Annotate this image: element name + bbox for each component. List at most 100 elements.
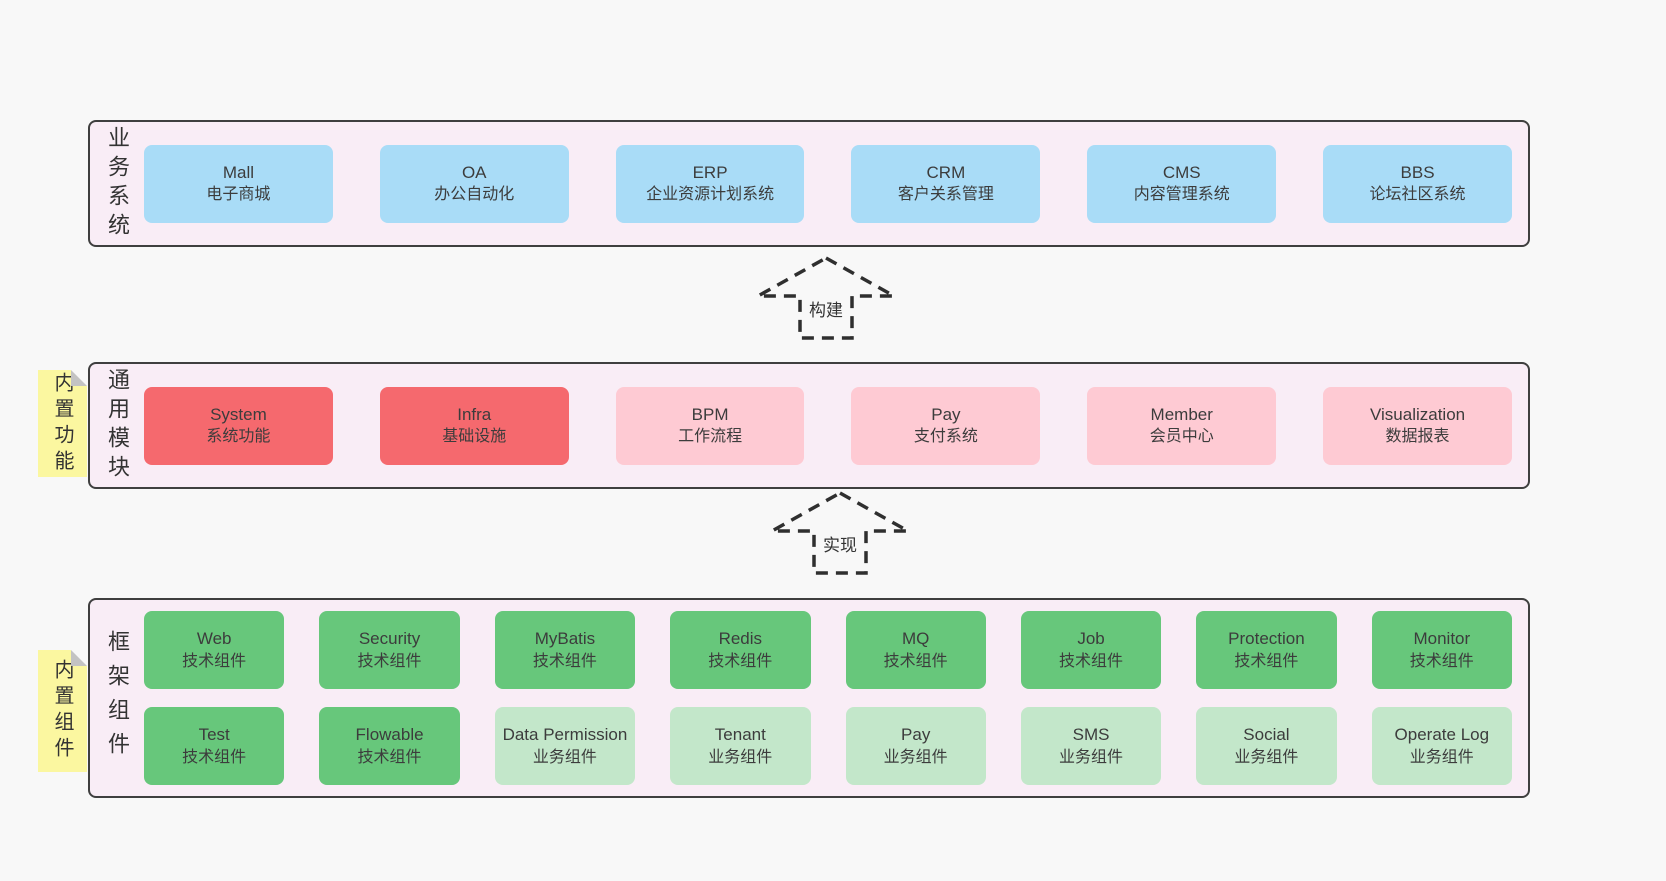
box-desc: 会员中心 [1149,428,1214,446]
note-text: 内置功能 [51,371,73,476]
box-desc: 技术组件 [357,652,422,670]
section-common-modules: 通用模块 System 系统功能 Infra 基础设施 BPM 工作流程 Pay… [88,362,1530,489]
folded-corner [71,650,87,666]
box-name: Mall [222,162,254,182]
box-name: Social [1243,725,1290,745]
box-pay-component: Pay 业务组件 [845,707,986,785]
section-business-systems: 业务系统 Mall 电子商城 OA 办公自动化 ERP 企业资源计划系统 CRM… [88,120,1530,247]
box-desc: 技术组件 [357,748,422,766]
box-desc: 技术组件 [182,748,247,766]
box-desc: 办公自动化 [434,186,515,204]
box-desc: 企业资源计划系统 [646,186,775,204]
box-protection: Protection 技术组件 [1196,611,1337,689]
box-desc: 内容管理系统 [1133,186,1230,204]
modules-box-row: System 系统功能 Infra 基础设施 BPM 工作流程 Pay 支付系统… [144,364,1528,487]
box-social: Social 业务组件 [1196,707,1337,785]
build-arrow-label: 构建 [805,295,847,322]
box-crm: CRM 客户关系管理 [851,144,1041,223]
box-flowable: Flowable 技术组件 [319,707,460,785]
box-system: System 系统功能 [144,386,333,465]
box-desc: 工作流程 [678,428,743,446]
box-mybatis: MyBatis 技术组件 [494,611,636,689]
box-name: Test [198,725,230,745]
box-desc: 技术组件 [532,652,597,670]
section-framework-components: 框架组件 Web 技术组件 Security 技术组件 MyBatis 技术组件… [88,598,1530,798]
sticky-note-built-in-components: 内置组件 [38,650,87,772]
box-name: Protection [1228,629,1305,649]
box-desc: 技术组件 [182,652,247,670]
box-name: Flowable [355,725,424,745]
box-desc: 技术组件 [708,652,773,670]
components-row-1: Web 技术组件 Security 技术组件 MyBatis 技术组件 Redi… [144,611,1512,689]
box-desc: 技术组件 [883,652,948,670]
box-member: Member 会员中心 [1087,386,1277,465]
folded-corner [71,370,87,386]
box-cms: CMS 内容管理系统 [1087,144,1277,223]
box-pay-module: Pay 支付系统 [851,386,1041,465]
box-mq: MQ 技术组件 [845,611,986,689]
box-test: Test 技术组件 [144,707,285,785]
section-label-modules: 通用模块 [105,367,130,484]
box-job: Job 技术组件 [1020,611,1162,689]
box-name: CMS [1162,162,1201,182]
box-bbs: BBS 论坛社区系统 [1323,144,1512,223]
box-desc: 业务组件 [708,748,773,766]
implement-arrow-label: 实现 [819,530,861,557]
box-tenant: Tenant 业务组件 [670,707,811,785]
box-name: Tenant [714,725,766,745]
box-name: Member [1150,404,1213,424]
box-redis: Redis 技术组件 [670,611,811,689]
box-desc: 论坛社区系统 [1369,186,1466,204]
box-desc: 技术组件 [1234,652,1299,670]
box-name: Redis [718,629,763,649]
box-name: Web [196,629,232,649]
box-name: BBS [1400,162,1435,182]
section-label-components: 框架组件 [105,630,130,766]
box-name: CRM [926,162,966,182]
box-mall: Mall 电子商城 [144,144,333,223]
box-name: Pay [931,404,961,424]
box-desc: 业务组件 [883,748,948,766]
up-arrow-icon [769,490,911,575]
box-desc: 业务组件 [1409,748,1474,766]
sticky-note-built-in-features: 内置功能 [38,370,87,477]
box-name: Data Permission [502,725,628,745]
box-operate-log: Operate Log 业务组件 [1371,707,1512,785]
box-name: BPM [691,404,729,424]
build-arrow: 构建 [755,255,897,341]
box-name: Security [358,629,421,649]
box-bpm: BPM 工作流程 [615,386,805,465]
business-box-row: Mall 电子商城 OA 办公自动化 ERP 企业资源计划系统 CRM 客户关系… [144,122,1528,245]
components-row-2: Test 技术组件 Flowable 技术组件 Data Permission … [144,707,1512,785]
box-name: OA [461,162,487,182]
box-desc: 支付系统 [913,428,978,446]
box-name: MQ [901,629,930,649]
section-label-business: 业务系统 [105,125,130,242]
up-arrow-icon [755,255,897,340]
box-data-permission: Data Permission 业务组件 [494,707,636,785]
box-desc: 业务组件 [532,748,597,766]
box-sms: SMS 业务组件 [1020,707,1162,785]
box-oa: OA 办公自动化 [379,144,569,223]
box-desc: 业务组件 [1234,748,1299,766]
note-text: 内置组件 [51,659,73,763]
box-name: Visualization [1369,404,1466,424]
box-security: Security 技术组件 [319,611,460,689]
components-grid: Web 技术组件 Security 技术组件 MyBatis 技术组件 Redi… [144,600,1528,796]
box-web: Web 技术组件 [144,611,285,689]
box-name: Operate Log [1394,725,1490,745]
box-erp: ERP 企业资源计划系统 [615,144,805,223]
box-desc: 技术组件 [1409,652,1474,670]
box-monitor: Monitor 技术组件 [1371,611,1512,689]
box-desc: 基础设施 [442,428,507,446]
box-visualization: Visualization 数据报表 [1323,386,1512,465]
box-name: Job [1077,629,1105,649]
box-desc: 业务组件 [1059,748,1124,766]
box-name: System [210,404,267,424]
box-desc: 数据报表 [1385,428,1450,446]
box-desc: 客户关系管理 [897,186,994,204]
box-name: MyBatis [534,629,596,649]
box-infra: Infra 基础设施 [379,386,569,465]
implement-arrow: 实现 [769,490,911,576]
